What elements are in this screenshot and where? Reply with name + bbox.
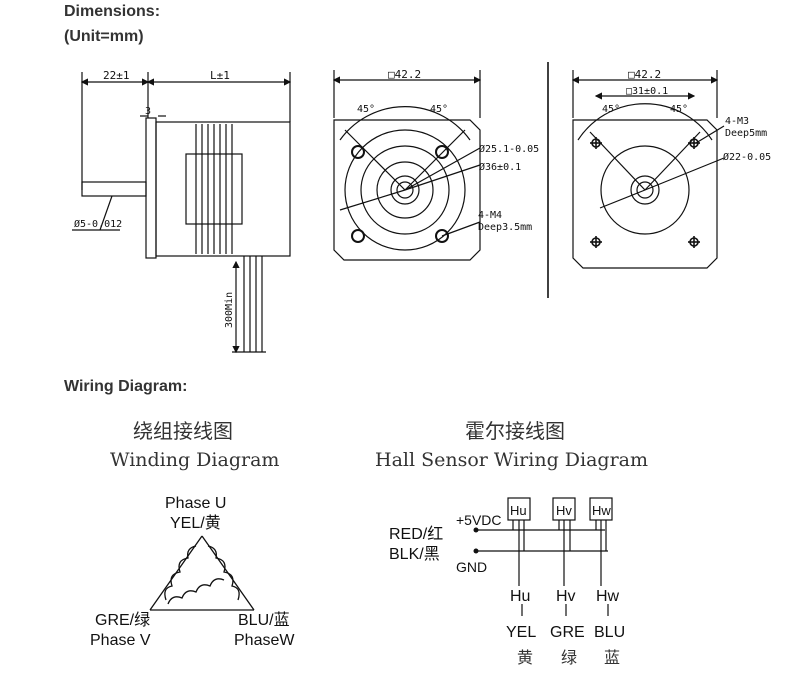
winding-delta <box>149 535 255 611</box>
output-hu: Hu <box>510 588 530 605</box>
phase-w-label: PhaseW <box>234 632 295 649</box>
dim-body-length: L±1 <box>210 69 230 82</box>
phase-w-wire: BLU/蓝 <box>238 611 290 629</box>
sensor-hv: Hv <box>556 503 572 518</box>
output-hw: Hw <box>596 588 620 605</box>
phase-u-label: Phase U <box>165 495 226 512</box>
wire-blu: BLU <box>594 624 625 641</box>
front-holes: 4-M4 <box>478 210 502 221</box>
wiring-heading: Wiring Diagram: <box>64 378 188 395</box>
phase-v-wire: GRE/绿 <box>95 611 150 629</box>
cn-blu: 蓝 <box>604 648 620 667</box>
back-holes-depth: Deep5mm <box>725 128 767 139</box>
front-boss-diameter: Ø25.1-0.05 <box>479 143 539 155</box>
blk-wire-label: BLK/黑 <box>389 546 440 563</box>
dimensions-unit: (Unit=mm) <box>64 28 144 45</box>
sensor-hw: Hw <box>592 503 611 518</box>
wire-yel: YEL <box>506 624 536 641</box>
phase-v-label: Phase V <box>90 632 151 649</box>
gnd-terminal <box>473 548 479 554</box>
winding-title-cn: 绕组接线图 <box>133 419 233 443</box>
side-view <box>72 72 292 354</box>
front-angle-right: 45° <box>430 104 448 115</box>
dim-shaft-diameter: Ø5-0.012 <box>74 218 122 230</box>
hall-title-en: Hall Sensor Wiring Diagram <box>375 449 648 471</box>
vdc-terminal <box>473 527 479 533</box>
phase-u-wire: YEL/黄 <box>170 514 221 532</box>
front-square-dim: □42.2 <box>388 68 421 81</box>
vdc-label: +5VDC <box>456 512 502 528</box>
wire-gre: GRE <box>550 624 585 641</box>
back-view <box>571 70 725 269</box>
winding-title-en: Winding Diagram <box>110 449 279 471</box>
back-angle-right: 45° <box>670 104 688 115</box>
hall-title-cn: 霍尔接线图 <box>465 419 565 443</box>
front-angle-left: 45° <box>357 104 375 115</box>
red-wire-label: RED/红 <box>389 525 443 543</box>
sensor-hu: Hu <box>510 503 527 518</box>
gnd-label: GND <box>456 559 487 575</box>
front-view <box>332 70 482 261</box>
back-angle-left: 45° <box>602 104 620 115</box>
back-holes: 4-M3 <box>725 116 749 127</box>
dim-shaft-length: 22±1 <box>103 69 130 82</box>
cn-yel: 黄 <box>517 648 533 667</box>
hall-wiring <box>476 497 613 616</box>
cn-gre: 绿 <box>561 648 577 667</box>
dimensions-heading: Dimensions: <box>64 3 161 20</box>
dim-lead-length: 300Min <box>224 292 235 328</box>
front-pcd-diameter: Ø36±0.1 <box>479 161 521 173</box>
back-diameter: Ø22-0.05 <box>723 151 771 163</box>
output-hv: Hv <box>556 588 576 605</box>
dim-flange: 3 <box>145 106 151 117</box>
back-square-dim: □42.2 <box>628 68 661 81</box>
back-spacing-dim: □31±0.1 <box>626 86 668 97</box>
front-holes-depth: Deep3.5mm <box>478 222 532 233</box>
